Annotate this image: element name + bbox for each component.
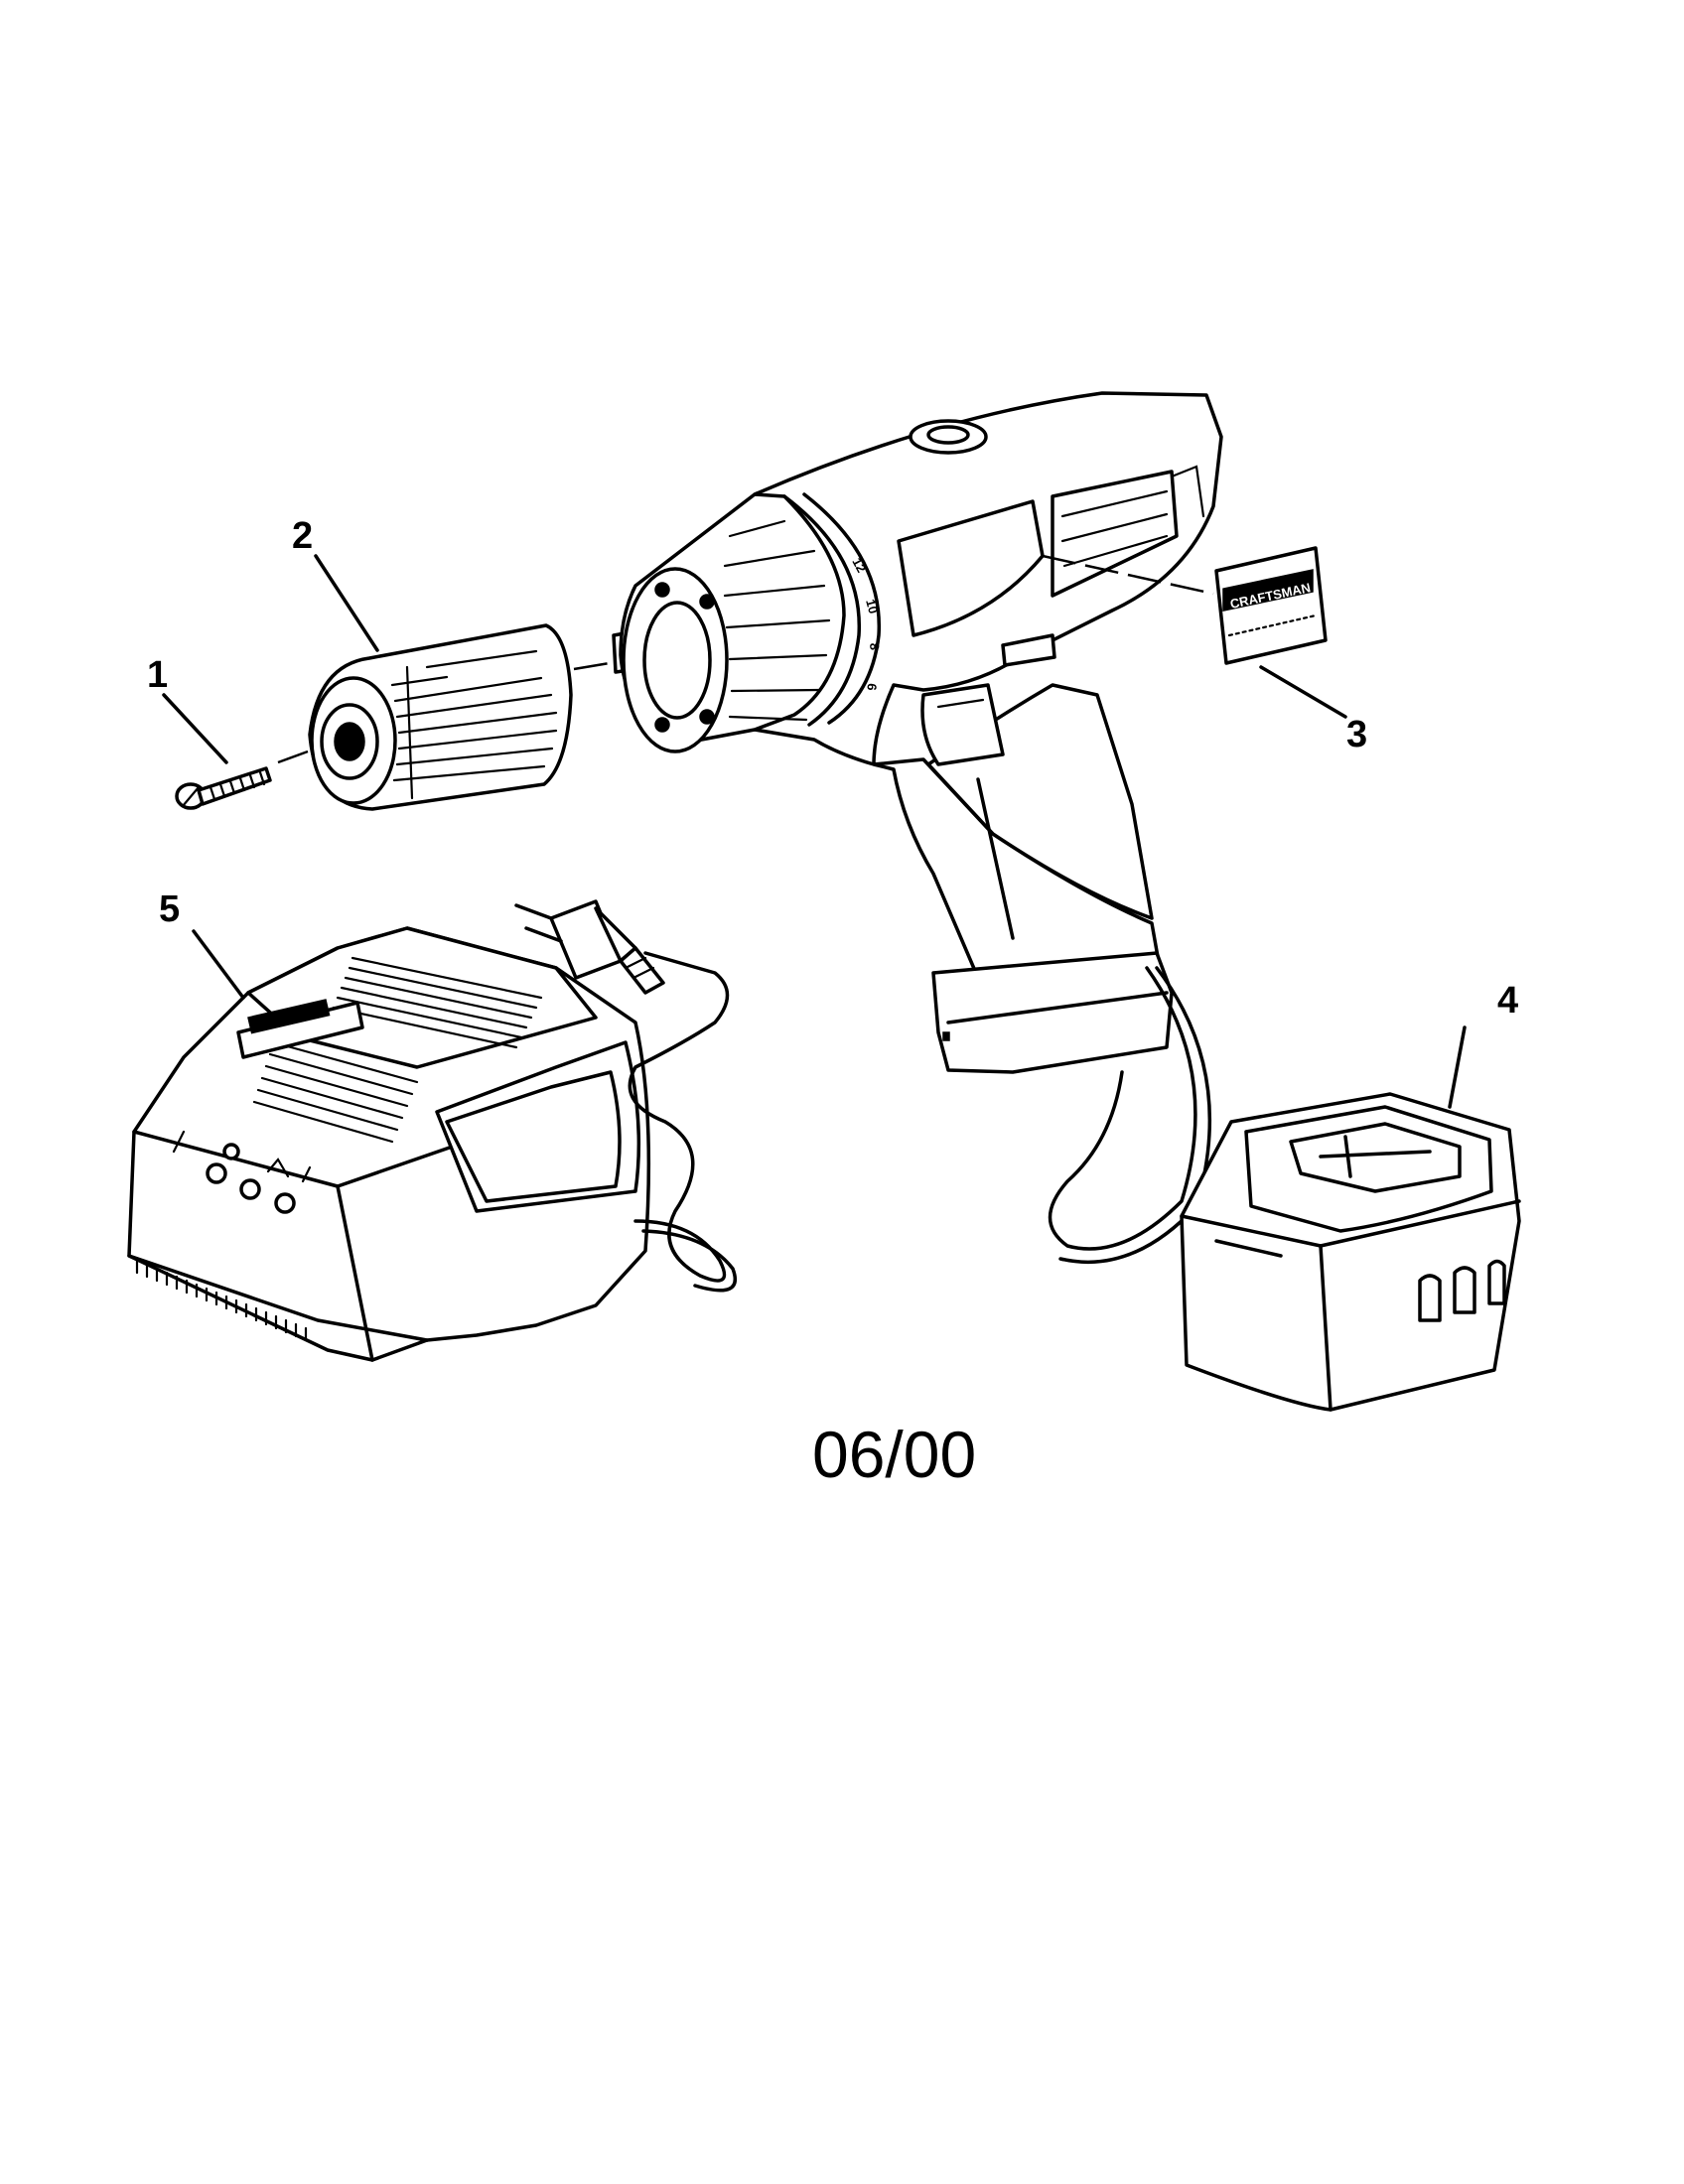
- date-code: 06/00: [812, 1418, 976, 1491]
- dial-number: 6: [864, 683, 880, 692]
- callout-number: 3: [1346, 714, 1367, 755]
- dial-number: 12: [849, 555, 869, 575]
- label-guide-line: [1042, 554, 1214, 596]
- callout-number: 5: [159, 888, 180, 930]
- drill-icon: [612, 391, 1223, 1264]
- leader-line-1: [162, 693, 228, 764]
- power-plug-icon: [514, 899, 665, 995]
- battery-icon: [1180, 1092, 1521, 1412]
- dial-number: 10: [863, 598, 881, 615]
- screw-icon: [175, 766, 272, 810]
- leader-line-2: [314, 554, 379, 652]
- callout-number: 1: [147, 654, 168, 696]
- dial-number: 8: [867, 642, 883, 651]
- chuck-icon: [308, 623, 573, 811]
- leader-line-4: [1448, 1025, 1467, 1109]
- nameplate-icon: [1214, 546, 1328, 665]
- screw-guide-line: [277, 750, 309, 764]
- leader-line-5: [192, 929, 245, 1000]
- callout-number: 2: [292, 515, 313, 557]
- callout-number: 4: [1497, 980, 1518, 1022]
- leader-line-3: [1259, 665, 1347, 719]
- charger-icon: [127, 926, 738, 1362]
